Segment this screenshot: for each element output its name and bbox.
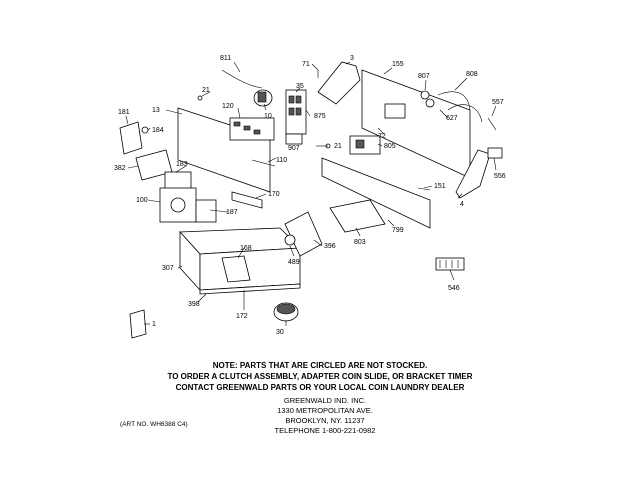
note-line-1: NOTE: PARTS THAT ARE CIRCLED ARE NOT STO…	[212, 361, 428, 370]
callout-172: 172	[236, 313, 248, 320]
callout-120: 120	[222, 103, 234, 110]
callout-151: 151	[434, 183, 446, 190]
part-184-knob	[141, 126, 149, 134]
callout-21-left: 21	[202, 87, 210, 94]
callout-labels: 811 71 3 155 807 808 557 21 10 35 875 18…	[114, 55, 506, 336]
callout-13: 13	[152, 107, 160, 114]
callout-72: 72	[378, 133, 386, 140]
callout-799: 799	[392, 227, 404, 234]
stock-note: NOTE: PARTS THAT ARE CIRCLED ARE NOT STO…	[0, 360, 640, 393]
part-181-bracket	[119, 121, 143, 155]
callout-803: 803	[354, 239, 366, 246]
callout-808: 808	[466, 71, 478, 78]
callout-811: 811	[220, 55, 231, 62]
part-556-switch	[487, 147, 503, 159]
part-398-bottom-plate	[199, 283, 301, 295]
address-phone: TELEPHONE 1-800-221-0982	[274, 426, 376, 435]
address-street: 1330 METROPOLITAN AVE.	[277, 406, 373, 415]
part-799-console-base	[321, 157, 431, 229]
callout-382: 382	[114, 165, 126, 172]
part-30-knob	[273, 302, 299, 322]
part-307-base	[179, 227, 301, 292]
part-489-lock	[284, 234, 296, 246]
callout-30: 30	[276, 329, 284, 336]
callout-546: 546	[448, 285, 460, 292]
callout-168: 168	[240, 245, 252, 252]
callout-187: 187	[226, 209, 238, 216]
callout-875: 875	[314, 113, 326, 120]
part-21-screw-left	[197, 95, 203, 101]
callout-805: 805	[384, 143, 396, 150]
part-557-valve	[487, 117, 497, 131]
callout-21-right: 21	[334, 143, 342, 150]
callout-489: 489	[288, 259, 300, 266]
callout-3: 3	[350, 55, 354, 62]
callout-907: 907	[288, 145, 300, 152]
part-396-chute	[284, 211, 323, 257]
callout-100: 100	[136, 197, 148, 204]
callout-155: 155	[392, 61, 404, 68]
callout-556: 556	[494, 173, 506, 180]
callout-396: 396	[324, 243, 336, 250]
part-72-panel-window	[384, 103, 406, 119]
part-155-backsplash	[361, 69, 471, 179]
callout-184: 184	[152, 127, 164, 134]
part-546-connector	[435, 257, 465, 271]
note-line-3: CONTACT GREENWALD PARTS OR YOUR LOCAL CO…	[175, 383, 465, 392]
part-808-hose-2	[447, 104, 483, 123]
callout-181: 181	[118, 109, 130, 116]
part-170-bracket	[231, 191, 263, 209]
leader-lines	[125, 61, 497, 326]
note-line-2: TO ORDER A CLUTCH ASSEMBLY, ADAPTER COIN…	[167, 372, 473, 381]
address-company: GREENWALD IND. INC.	[283, 396, 367, 405]
art-number: (ART NO. WH6388 C4)	[120, 421, 188, 428]
callout-183: 183	[176, 161, 188, 168]
part-1-manual	[129, 309, 147, 339]
part-110-strip	[251, 159, 276, 167]
callout-807: 807	[418, 73, 430, 80]
callout-398: 398	[188, 301, 200, 308]
callout-10: 10	[264, 113, 272, 120]
part-151-screw	[417, 187, 431, 191]
address-city: BROOKLYN, NY. 11237	[285, 416, 365, 425]
callout-170: 170	[268, 191, 280, 198]
callout-35: 35	[296, 83, 304, 90]
part-168-hopper	[221, 255, 251, 283]
callout-557: 557	[492, 99, 504, 106]
callout-1: 1	[152, 321, 156, 328]
part-10-switch	[253, 89, 273, 107]
callout-4: 4	[460, 201, 464, 208]
part-35-timer	[285, 89, 307, 135]
part-3-end-cap	[317, 61, 361, 105]
part-803-motor	[329, 199, 386, 233]
part-120-button-block	[229, 117, 275, 141]
callout-110: 110	[276, 157, 287, 164]
supplier-address: GREENWALD IND. INC. 1330 METROPOLITAN AV…	[245, 396, 405, 436]
callout-307: 307	[162, 265, 174, 272]
part-805-switch	[349, 135, 381, 155]
part-811-harness	[221, 69, 263, 89]
part-187-adapter	[195, 199, 217, 223]
callout-71: 71	[302, 61, 310, 68]
part-907-housing	[285, 133, 303, 145]
part-807-grommet	[420, 90, 435, 108]
callout-627: 627	[446, 115, 458, 122]
part-100-coin-mechanism	[159, 187, 197, 223]
